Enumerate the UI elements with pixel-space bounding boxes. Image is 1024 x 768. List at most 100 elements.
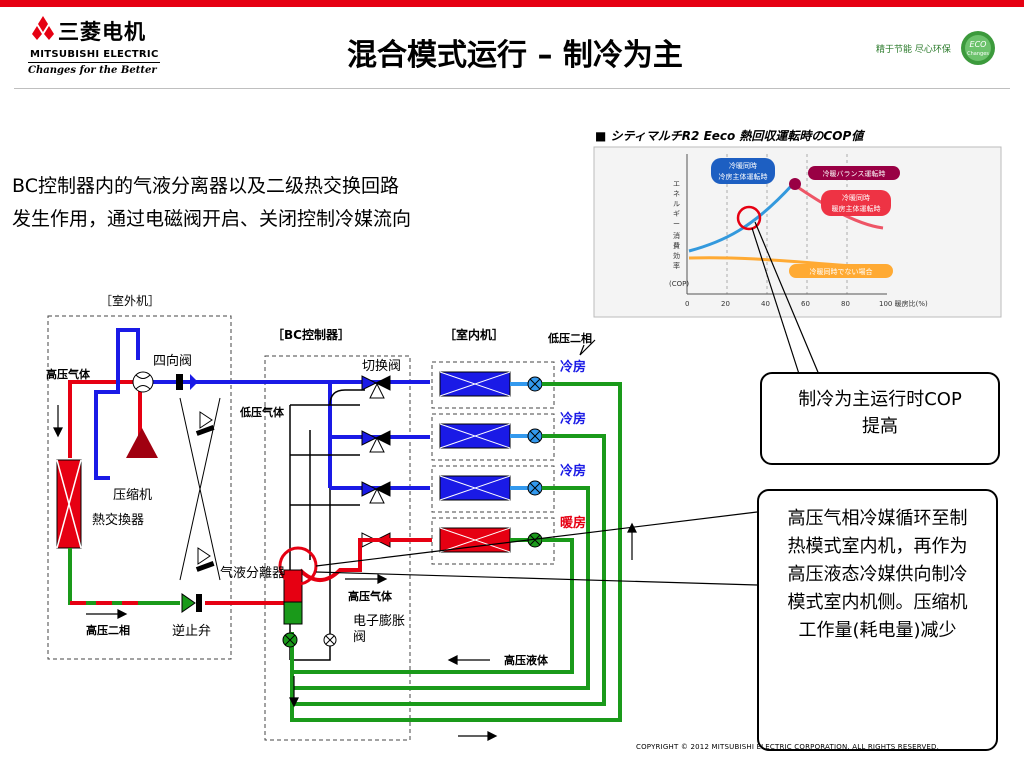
bc-expansion-valve-2-icon [323,633,337,647]
bc-line-3 [290,488,331,661]
flow-arrow-low-gas [190,374,198,390]
check-valve-bar [196,594,202,612]
outdoor-heat-exchanger [56,459,82,549]
separator-highlight-circle [278,546,318,586]
gas-liquid-separator-top [283,569,303,603]
switch-valve-4a [361,532,378,548]
bc-controller-label: ［BC控制器］ [272,328,350,342]
bypass-check-valve-1 [199,411,213,429]
header-divider [14,88,1010,89]
bc-expansion-valve-1-icon [282,632,298,648]
description-line-2: 发生作用，通过电磁阀开启、关闭控制冷媒流向 [12,208,412,230]
high-pressure-two-phase-label: 高压二相 [86,624,130,637]
svg-text:Changes: Changes [967,51,989,57]
bc-controller-box [264,355,411,741]
logo-underline [28,62,160,63]
description-text: BC控制器内的气液分离器以及二级热交换回路 发生作用，通过电磁阀开启、关闭控制冷… [12,170,411,236]
x-tick-0: 0 [685,300,689,308]
expansion-valve-4-icon [527,532,543,548]
switch-valve-label: 切换阀 [362,359,402,374]
x-tick-60: 60 [801,300,810,308]
indoor-coil-1 [439,371,511,397]
logo-english-name: MITSUBISHI ELECTRIC [30,49,159,60]
y-label-3: ル [673,200,680,208]
x-tick-20: 20 [721,300,730,308]
logo-tagline: Changes for the Better [28,65,157,76]
mode-label-4: 暖房 [560,516,587,531]
gas-liquid-separator-bottom [283,601,303,625]
top-accent-bar [0,0,1024,7]
balance-point-marker [789,178,801,190]
indoor-coil-1-cross [439,371,511,397]
switch-valve-1b [374,375,391,391]
eco-changes-badge-icon: ECO Changes [961,31,995,65]
x-tick-100: 100 暖房比(%) [879,299,928,308]
cop-improvement-text: 制冷为主运行时COP提高 [798,389,962,437]
cop-chart-frame [593,146,1002,318]
expansion-valves-cross [529,378,541,546]
outdoor-unit-label: ［室外机］ [100,294,161,308]
mode-label-1: 冷房 [560,360,587,375]
callout2-pointer-b [315,571,758,586]
bypass-valve-bar-2 [195,561,215,572]
indoor-coil-4 [439,527,511,553]
outdoor-heat-exchanger-cross [56,459,82,549]
cop-improvement-callout: 制冷为主运行时COP提高 [760,372,1000,465]
y-label-9: 率 [673,261,680,270]
eco-slogan: 精于节能 尽心环保 [876,45,951,55]
y-label-7: 費 [673,241,680,250]
tag-cooling-main-text-2: 冷房主体運転時 [719,172,768,181]
heat-exchanger-label: 熱交換器 [92,513,145,528]
high-pressure-liquid-label: 高压液体 [504,654,548,667]
expansion-valve-3-icon [527,480,543,496]
tag-balance-bg [808,166,900,180]
expansion-valve-2-icon [527,428,543,444]
y-label-1: エ [673,180,680,188]
indoor-coil-4-cross [439,527,511,553]
tag-cooling-main-bg [711,158,775,184]
pipe-liquid-loop-2 [292,434,606,706]
indoor-unit-box-1 [431,361,555,409]
switch-valve-4b [374,532,391,548]
indoor-unit-box-3 [431,465,555,513]
indoor-unit-box-2 [431,413,555,461]
indoor-coil-3-cross [439,475,511,501]
check-valve-label: 逆止弁 [172,624,212,639]
y-label-4: ギ [673,210,680,218]
four-way-valve-inner [135,374,151,390]
low-pressure-gas-label: 低压气体 [240,406,284,419]
tag-heating-main-text-2: 暖房主体運転時 [832,204,881,213]
callout2-pointer-a [315,511,758,567]
expansion-valve-1-icon [527,376,543,392]
tag-heating-main-text-1: 冷暖同時 [842,193,870,202]
y-label-8: 効 [673,251,680,260]
compressor-icon [126,428,158,458]
indoor-unit-label: ［室内机］ [444,328,505,342]
mode-label-2: 冷房 [560,412,587,427]
tag-balance-text: 冷暖バランス運転時 [823,169,886,178]
bypass-valve-bar-1 [195,425,215,436]
y-label-5: ー [673,220,680,228]
switch-valve-3b [374,481,391,497]
y-label-2: ネ [673,190,680,198]
flow-explanation-callout: 高压气相冷媒循环至制热模式室内机，再作为高压液态冷媒供向制冷模式室内机侧。压缩机… [757,489,998,751]
series-cooling-main [688,182,795,253]
switch-valve-2a [361,430,378,446]
gas-liquid-separator-label: 气液分離器 [220,566,286,581]
indoor-coil-2 [439,423,511,449]
indoor-unit-box-4 [431,517,555,565]
high-pressure-gas-label: 高压气体 [348,590,392,603]
pipe-high-gas-to-heating [298,538,432,582]
indoor-coil-2-cross [439,423,511,449]
compressor-label: 压缩机 [113,488,153,503]
bypass-line-2 [179,397,221,581]
flow-explanation-text: 高压气相冷媒循环至制热模式室内机，再作为高压液态冷媒供向制冷模式室内机侧。压缩机… [787,508,968,641]
description-line-1: BC控制器内的气液分离器以及二级热交换回路 [12,175,399,197]
highlight-circle-marker [736,205,762,231]
switch-valve-2b [374,430,391,446]
check-valve-green-icon [181,593,196,613]
bc-line-curve-1 [329,389,365,406]
check-valve-1 [176,374,183,390]
low-pressure-two-phase-label: 低压二相 [548,332,592,345]
logo-chinese-name: 三菱电机 [58,20,146,44]
